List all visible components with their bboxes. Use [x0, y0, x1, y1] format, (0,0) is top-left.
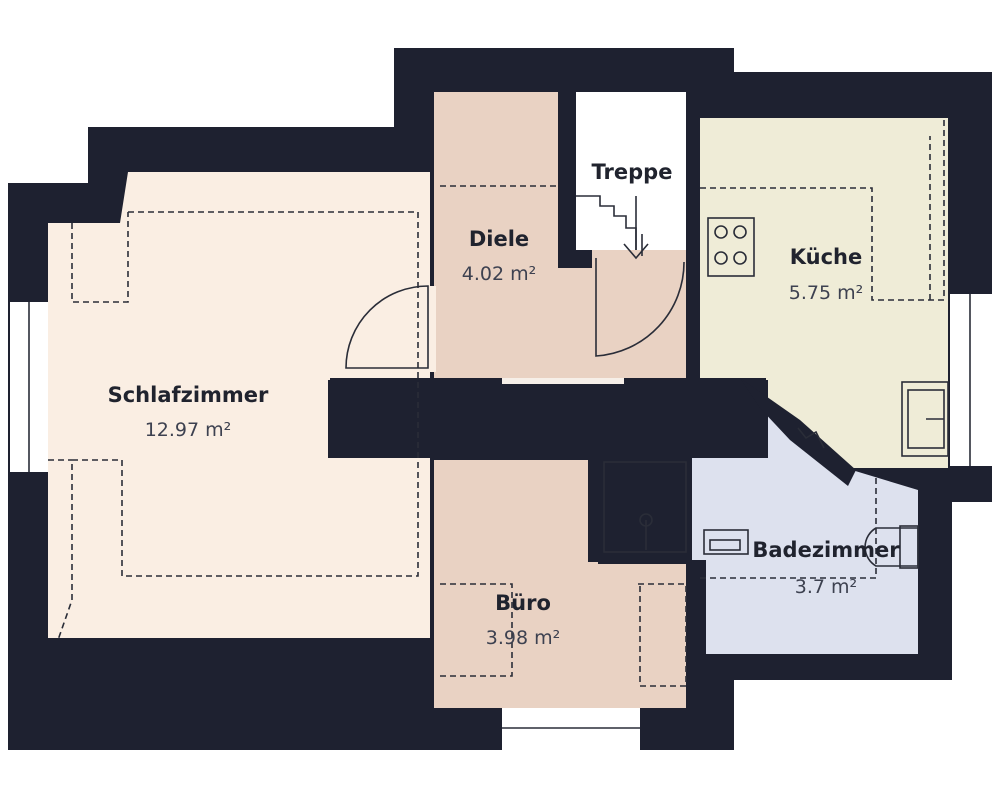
- doors: [345, 258, 825, 449]
- wall-stair-right: [686, 92, 700, 380]
- shower-icon: [603, 461, 687, 553]
- stove-icon: [707, 217, 755, 277]
- room-area-buero: 3.98 m²: [486, 627, 560, 649]
- wall-middle-band: [328, 380, 768, 458]
- toilet-icon: [864, 525, 919, 569]
- door-swing-bad: [797, 427, 825, 449]
- door-swing-treppe: [595, 258, 685, 357]
- windows: [10, 294, 992, 750]
- room-name-treppe: Treppe: [592, 160, 673, 184]
- room-area-schlafzimmer: 12.97 m²: [145, 419, 232, 441]
- room-area-badezimmer: 3.7 m²: [795, 576, 857, 598]
- room-diele-floor: [434, 92, 686, 378]
- door-swing-schlafzimmer: [345, 285, 429, 369]
- window-diele-sill: [502, 378, 624, 384]
- room-area-kueche: 5.75 m²: [789, 282, 863, 304]
- room-schlafzimmer-floor: [48, 172, 430, 638]
- rooms: [48, 92, 948, 708]
- window-right: [950, 294, 992, 466]
- stairs-icon: [576, 195, 649, 260]
- wall-shower-block: [588, 456, 692, 562]
- room-buero-floor: [434, 460, 686, 708]
- room-area-diele: 4.02 m²: [462, 263, 536, 285]
- room-kueche-floor: [700, 118, 948, 468]
- room-name-badezimmer: Badezimmer: [752, 538, 900, 562]
- roof-slope-lines: [48, 118, 945, 687]
- room-name-schlafzimmer: Schlafzimmer: [108, 383, 269, 407]
- room-name-kueche: Küche: [790, 245, 863, 269]
- washbasin-icon: [703, 529, 749, 555]
- wall-diagonal-bath: [740, 378, 856, 486]
- room-treppe-floor: [576, 92, 686, 250]
- inner-walls: [328, 92, 856, 562]
- room-badezimmer-floor: [690, 402, 918, 654]
- room-labels: Schlafzimmer 12.97 m² Diele 4.02 m² Trep…: [108, 160, 901, 649]
- window-bottom: [502, 708, 640, 750]
- room-name-buero: Büro: [495, 591, 551, 615]
- room-name-diele: Diele: [469, 227, 529, 251]
- kitchen-sink-icon: [901, 381, 949, 457]
- wall-stair-left: [558, 92, 576, 268]
